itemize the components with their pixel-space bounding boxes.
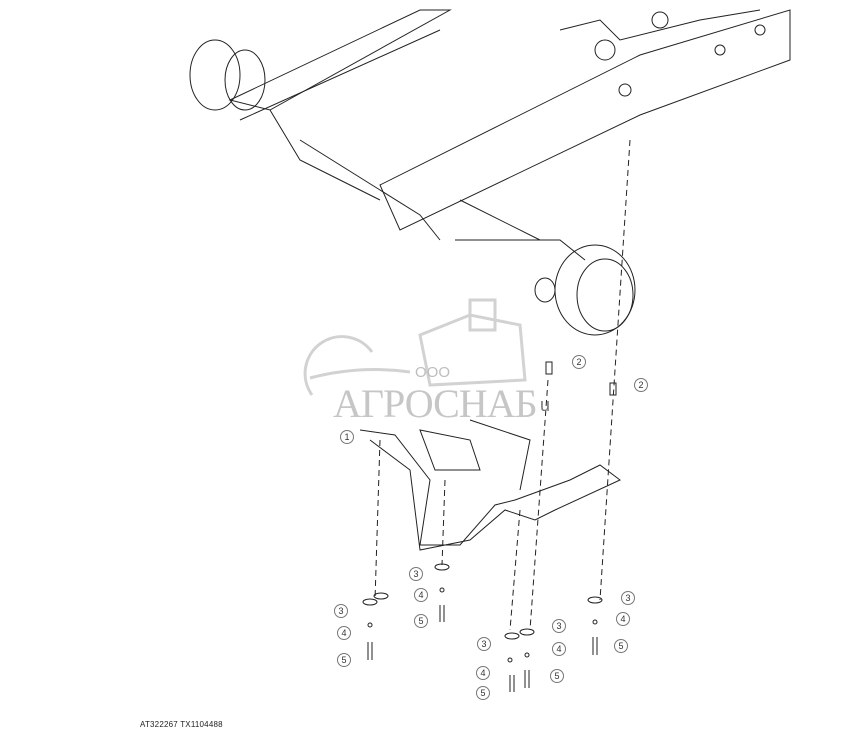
- watermark-prefix: ООО: [415, 364, 451, 381]
- callout-5: 5: [414, 614, 428, 628]
- callout-2: 2: [572, 355, 586, 369]
- dashed-assembly-lines: [374, 139, 631, 631]
- callout-5: 5: [614, 639, 628, 653]
- callout-4: 4: [616, 612, 630, 626]
- callout-5: 5: [550, 669, 564, 683]
- tractor-frame: [228, 9, 791, 241]
- callout-1: 1: [340, 430, 354, 444]
- callout-4: 4: [414, 588, 428, 602]
- callout-4: 4: [337, 626, 351, 640]
- hardware: [362, 361, 617, 692]
- figure-caption: AT322267 TX1104488: [140, 720, 223, 729]
- callout-5: 5: [337, 653, 351, 667]
- callout-3: 3: [477, 637, 491, 651]
- watermark-graphic: [303, 298, 527, 396]
- callout-4: 4: [552, 642, 566, 656]
- watermark-logo-text: АГРОСНАБ: [333, 381, 538, 426]
- callout-4: 4: [476, 666, 490, 680]
- callout-3: 3: [552, 619, 566, 633]
- callout-5: 5: [476, 686, 490, 700]
- callout-3: 3: [409, 567, 423, 581]
- watermark-suffix: u: [540, 395, 551, 415]
- callout-3: 3: [334, 604, 348, 618]
- callout-2: 2: [634, 378, 648, 392]
- front-axle: [189, 39, 636, 336]
- callout-3: 3: [621, 591, 635, 605]
- front-guard-bracket: [359, 419, 621, 551]
